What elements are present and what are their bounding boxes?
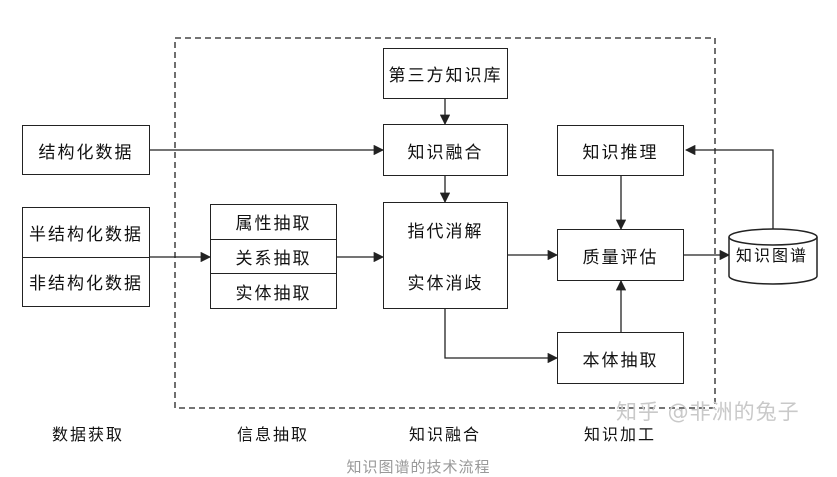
structured-data-label: 结构化数据: [38, 142, 134, 163]
entity-extraction-cell: 实体抽取: [211, 273, 336, 308]
relation-extraction-cell: 关系抽取: [211, 238, 336, 274]
entity-disambiguation-cell: 实体消歧: [384, 256, 507, 309]
arrow-disambiguation-to-ontology: [444, 309, 559, 364]
information-extraction-box: 属性抽取 关系抽取 实体抽取: [210, 204, 337, 309]
knowledge-reasoning-box: 知识推理: [557, 125, 684, 176]
knowledge-fusion-box: 知识融合: [383, 124, 508, 176]
pipeline-boundary: [174, 37, 716, 409]
knowledge-graph-cylinder: [728, 228, 818, 285]
stage-data-acquisition: 数据获取: [51, 425, 125, 444]
knowledge-reasoning-label: 知识推理: [582, 143, 659, 163]
relation-extraction-label: 关系抽取: [235, 249, 312, 269]
semi-structured-data-cell: 半结构化数据: [23, 208, 149, 257]
entity-disambiguation-label: 实体消歧: [407, 274, 484, 295]
stage-information-extraction: 信息抽取: [236, 425, 310, 444]
arrow-kg-to-reasoning: [684, 144, 774, 232]
third-party-kb-box: 第三方知识库: [383, 48, 508, 99]
coreference-resolution-cell: 指代消解: [384, 203, 507, 256]
ontology-extraction-box: 本体抽取: [557, 332, 684, 384]
unstructured-data-cell: 非结构化数据: [23, 256, 149, 307]
third-party-kb-label: 第三方知识库: [388, 66, 503, 86]
quality-assessment-label: 质量评估: [582, 247, 659, 268]
quality-assessment-box: 质量评估: [557, 229, 684, 281]
figure-caption: 知识图谱的技术流程: [346, 458, 491, 476]
resolution-box: 指代消解 实体消歧: [383, 202, 508, 309]
unstructured-data-label: 非结构化数据: [29, 274, 143, 295]
coreference-resolution-label: 指代消解: [407, 221, 484, 242]
entity-extraction-label: 实体抽取: [235, 283, 312, 304]
structured-data-box: 结构化数据: [22, 125, 150, 175]
stage-knowledge-fusion: 知识融合: [408, 425, 482, 444]
ontology-extraction-label: 本体抽取: [582, 350, 659, 371]
semi-unstructured-data-box: 半结构化数据 非结构化数据: [22, 207, 150, 307]
watermark: 知乎 @非洲的兔子: [616, 400, 800, 424]
attribute-extraction-label: 属性抽取: [235, 214, 312, 235]
knowledge-fusion-label: 知识融合: [407, 142, 484, 163]
knowledge-graph-label: 知识图谱: [735, 246, 808, 265]
semi-structured-data-label: 半结构化数据: [29, 224, 143, 245]
attribute-extraction-cell: 属性抽取: [211, 205, 336, 239]
stage-knowledge-processing: 知识加工: [583, 425, 657, 444]
